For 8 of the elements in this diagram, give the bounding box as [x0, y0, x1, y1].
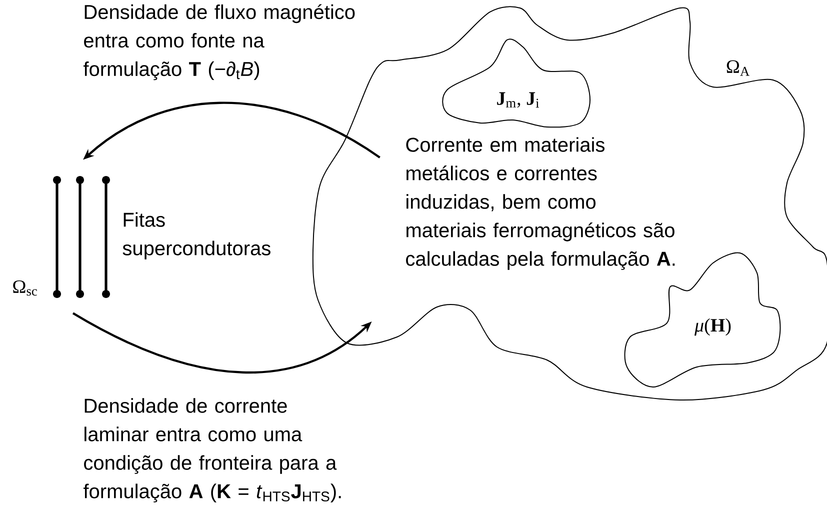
- region-label: J$_{m}$, J$_{i}$: [497, 92, 540, 108]
- region-label: μ(H): [694, 318, 731, 336]
- edge-label: Densidade de corrente laminar entra como uma condição de fronteira para a formulação A (K = t$_{HTS}$J$_{HTS}$).: [84, 398, 341, 502]
- description-text: Corrente em materiais metálicos e correntes induzidas, bem como materiais ferromagnéticos são calculadas pela formulação A.: [406, 137, 675, 270]
- region-label: Ω$_{A}$: [726, 60, 750, 76]
- region-label: Ω$_{sc}$: [13, 280, 37, 296]
- tape-caption: Fitas supercondutoras: [122, 212, 270, 260]
- edge-label: Densidade de fluxo magnético entra como fonte na formulação T (−∂$_{t}$B): [84, 4, 355, 80]
